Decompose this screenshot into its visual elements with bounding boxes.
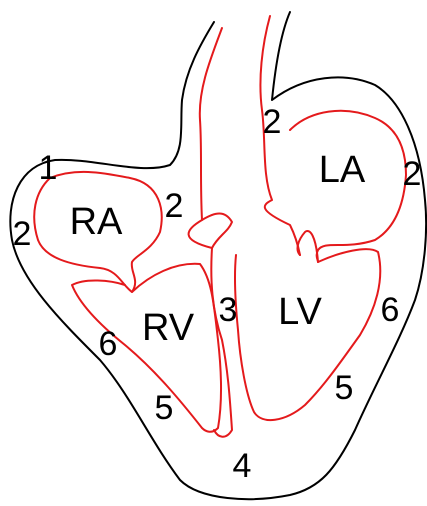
segment-5-rv-lower: 5 [155, 389, 174, 427]
segment-2-left-side: 2 [13, 215, 32, 253]
label-left-atrium: LA [319, 149, 366, 191]
segment-6-lv-right: 6 [381, 291, 400, 329]
segment-2-la-right: 2 [403, 155, 422, 193]
septum-branch [202, 214, 232, 249]
segment-5-lv-lower: 5 [335, 369, 354, 407]
segment-4-apex: 4 [233, 447, 252, 485]
segment-6-rv-left: 6 [99, 325, 118, 363]
segment-2-aortic-area: 2 [263, 103, 282, 141]
label-right-ventricle: RV [142, 307, 195, 349]
segment-3-septum: 3 [219, 291, 238, 329]
segment-1-upper-left: 1 [39, 149, 58, 187]
label-left-ventricle: LV [278, 291, 322, 333]
label-right-atrium: RA [70, 201, 123, 243]
segment-2-ra-upper-right: 2 [165, 187, 184, 225]
